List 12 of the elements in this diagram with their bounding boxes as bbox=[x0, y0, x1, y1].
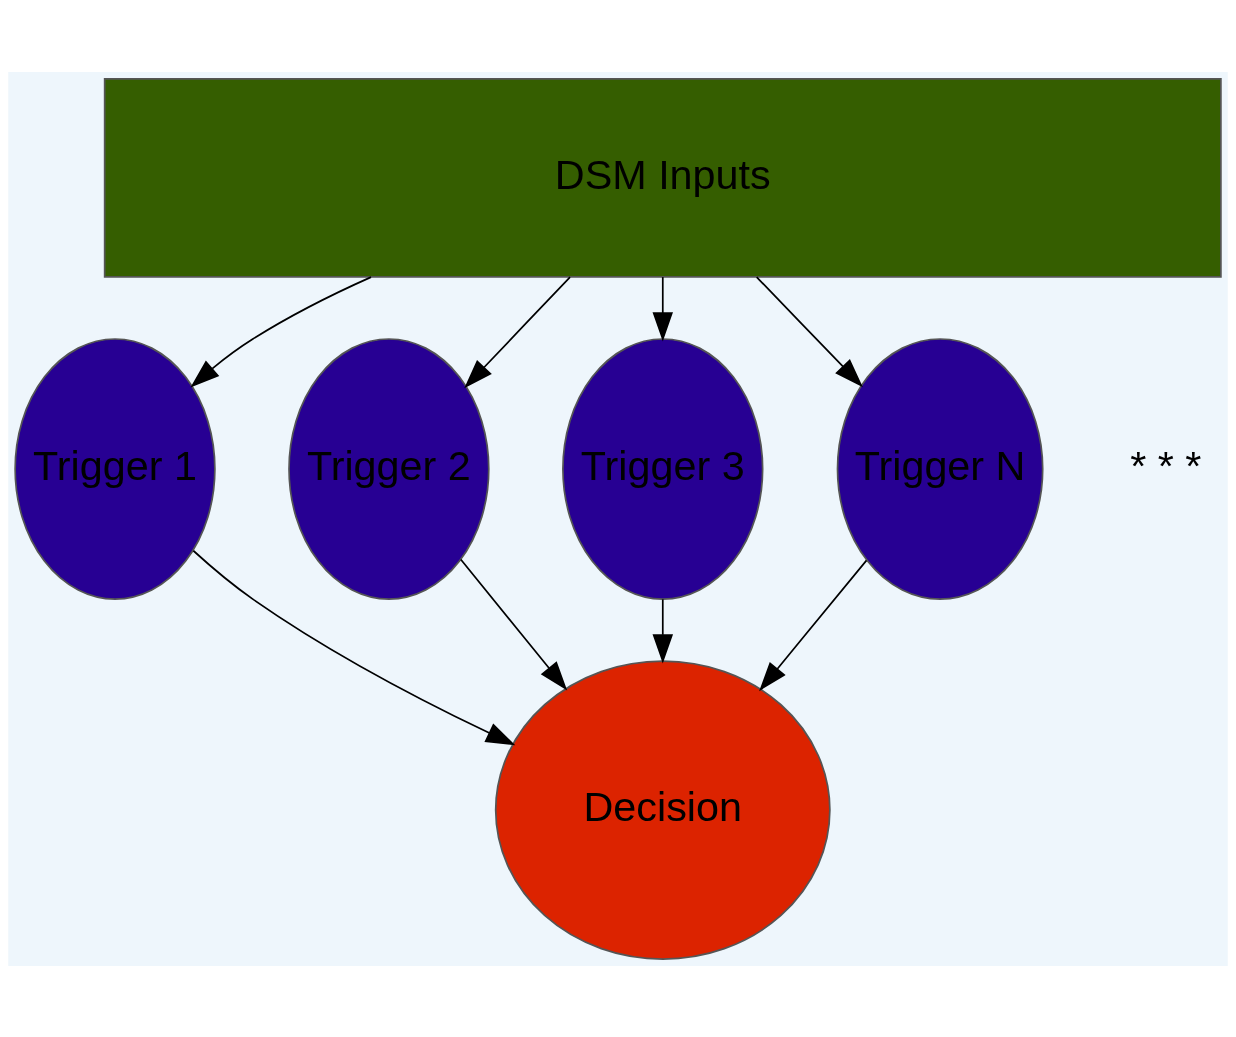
arrow bbox=[459, 558, 568, 691]
arrow bbox=[190, 275, 372, 387]
arrow bbox=[759, 559, 868, 691]
label: * * * bbox=[1130, 442, 1202, 489]
node-box: DSM Inputs bbox=[103, 77, 1222, 278]
arrow bbox=[652, 598, 674, 664]
node-ellipse: Trigger 3 bbox=[562, 337, 764, 600]
arrow bbox=[464, 275, 571, 388]
arrow bbox=[192, 549, 516, 745]
node-ellipse: Trigger 1 bbox=[14, 337, 216, 600]
arrow bbox=[755, 275, 863, 387]
arrow bbox=[652, 275, 674, 342]
